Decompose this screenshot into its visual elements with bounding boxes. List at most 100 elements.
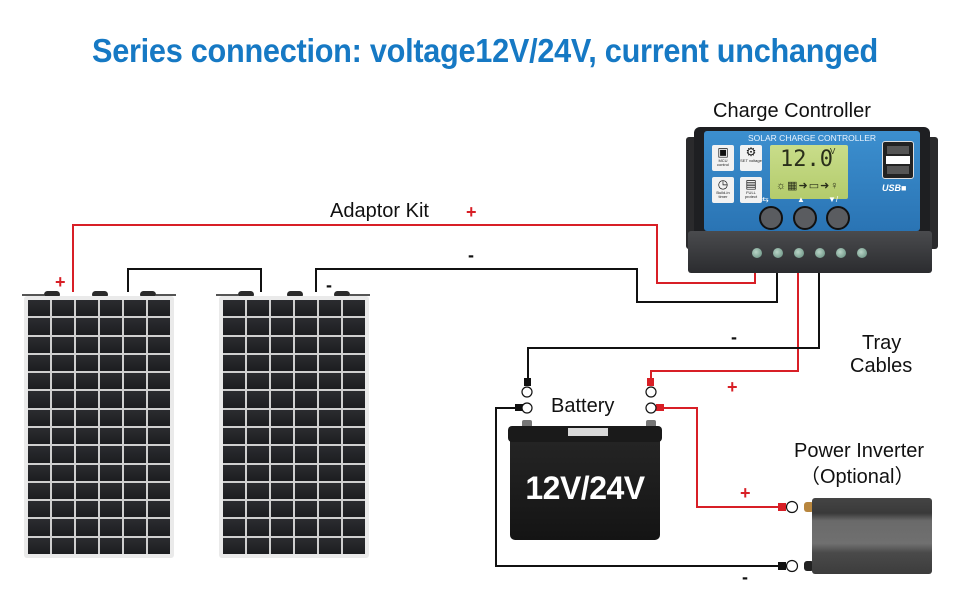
- solar-cell: [52, 336, 74, 353]
- solar-cell: [52, 300, 74, 317]
- solar-cell: [223, 391, 245, 408]
- battery-pos-ring-side: [645, 402, 657, 414]
- solar-cell: [52, 446, 74, 463]
- solar-cell: [100, 446, 122, 463]
- solar-cell: [28, 354, 50, 372]
- battery-neg-ring-side: [521, 402, 533, 414]
- controller-menu-button[interactable]: [759, 206, 783, 230]
- solar-cell: [271, 501, 293, 518]
- solar-cell: [124, 446, 146, 463]
- solar-cell: [28, 464, 50, 481]
- panel1-cell-grid: [28, 300, 170, 554]
- solar-cell: [28, 373, 50, 390]
- solar-cell: [148, 519, 170, 536]
- battery-neg-lug-side: [515, 404, 523, 411]
- controller-up-button[interactable]: [793, 206, 817, 230]
- solar-cell: [148, 464, 170, 481]
- solar-cell: [28, 501, 50, 518]
- solar-cell: [343, 537, 365, 554]
- solar-cell: [100, 318, 122, 335]
- controller-body: SOLAR CHARGE CONTROLLER ▣MCU control ⚙SE…: [694, 127, 930, 237]
- battery-neg-ring-top: [521, 386, 533, 398]
- tray-cables-label-line1: Tray: [862, 332, 902, 354]
- solar-cell: [319, 519, 341, 536]
- solar-cell: [100, 428, 122, 445]
- solar-cell: [247, 519, 269, 536]
- panel1-lead-left: [22, 294, 44, 296]
- solar-cell: [223, 300, 245, 317]
- solar-cell: [223, 537, 245, 554]
- solar-cell: [76, 464, 98, 481]
- solar-cell: [223, 318, 245, 335]
- solar-cell: [247, 464, 269, 481]
- solar-cell: [148, 373, 170, 390]
- usb-divider: [886, 156, 910, 164]
- solar-cell: [124, 354, 146, 372]
- solar-cell: [124, 391, 146, 408]
- solar-cell: [223, 354, 245, 372]
- controller-down-button[interactable]: [826, 206, 850, 230]
- solar-cell: [148, 409, 170, 426]
- inverter-neg-lug: [778, 562, 786, 570]
- usb-label: USB■: [882, 183, 907, 193]
- panel2-cell-grid: [223, 300, 365, 554]
- solar-cell: [76, 482, 98, 500]
- solar-cell: [247, 300, 269, 317]
- solar-cell: [52, 464, 74, 481]
- solar-cell: [343, 446, 365, 463]
- solar-cell: [319, 336, 341, 353]
- solar-cell: [295, 519, 317, 536]
- usb-port-bottom: [887, 166, 909, 174]
- power-inverter-label: Power Inverter: [794, 440, 925, 462]
- solar-cell: [76, 373, 98, 390]
- solar-cell: [343, 409, 365, 426]
- negative-wire-controller-to-battery: [527, 270, 820, 380]
- solar-cell: [343, 501, 365, 518]
- solar-cell: [223, 519, 245, 536]
- down-button-symbol: ▼/: [828, 195, 839, 204]
- adaptor-kit-label: Adaptor Kit: [330, 200, 429, 222]
- solar-cell: [100, 391, 122, 408]
- usb-ports[interactable]: [882, 141, 914, 179]
- solar-cell: [343, 373, 365, 390]
- solar-cell: [343, 391, 365, 408]
- solar-cell: [100, 300, 122, 317]
- series-jumper-wire: [127, 268, 262, 292]
- solar-cell: [100, 464, 122, 481]
- solar-cell: [319, 501, 341, 518]
- solar-cell: [76, 300, 98, 317]
- controller-face-title: SOLAR CHARGE CONTROLLER: [748, 133, 876, 143]
- solar-cell: [247, 409, 269, 426]
- solar-cell: [271, 428, 293, 445]
- panel2-junction-box-center: [287, 291, 303, 298]
- controller-lcd-display: 12.0 V ☼▦➜▭➜♀: [770, 145, 848, 199]
- terminal-solar-negative: [773, 248, 783, 258]
- inverter-positive-wire-sign: +: [740, 483, 751, 503]
- panel1-junction-box-left: [44, 291, 60, 298]
- solar-cell: [100, 519, 122, 536]
- solar-cell: [295, 336, 317, 353]
- solar-cell: [76, 446, 98, 463]
- solar-cell: [247, 501, 269, 518]
- solar-cell: [52, 373, 74, 390]
- solar-cell: [100, 501, 122, 518]
- solar-cell: [52, 318, 74, 335]
- solar-cell: [100, 354, 122, 372]
- panel1-lead-right: [156, 294, 176, 296]
- solar-cell: [28, 428, 50, 445]
- panel1-junction-box-right: [140, 291, 156, 298]
- up-button-symbol: ▲: [797, 195, 805, 204]
- solar-cell: [28, 446, 50, 463]
- adaptor-kit-negative-sign: -: [468, 245, 474, 265]
- solar-cell: [76, 537, 98, 554]
- panel1-junction-box-center: [92, 291, 108, 298]
- lcd-voltage-value: 12.0: [780, 147, 833, 172]
- solar-cell: [124, 409, 146, 426]
- solar-cell: [28, 300, 50, 317]
- power-inverter: [812, 498, 932, 574]
- menu-button-symbol: ⇆: [762, 195, 769, 204]
- terminal-solar-positive: [752, 248, 762, 258]
- positive-wire-controller-to-battery: [650, 270, 799, 380]
- solar-cell: [124, 336, 146, 353]
